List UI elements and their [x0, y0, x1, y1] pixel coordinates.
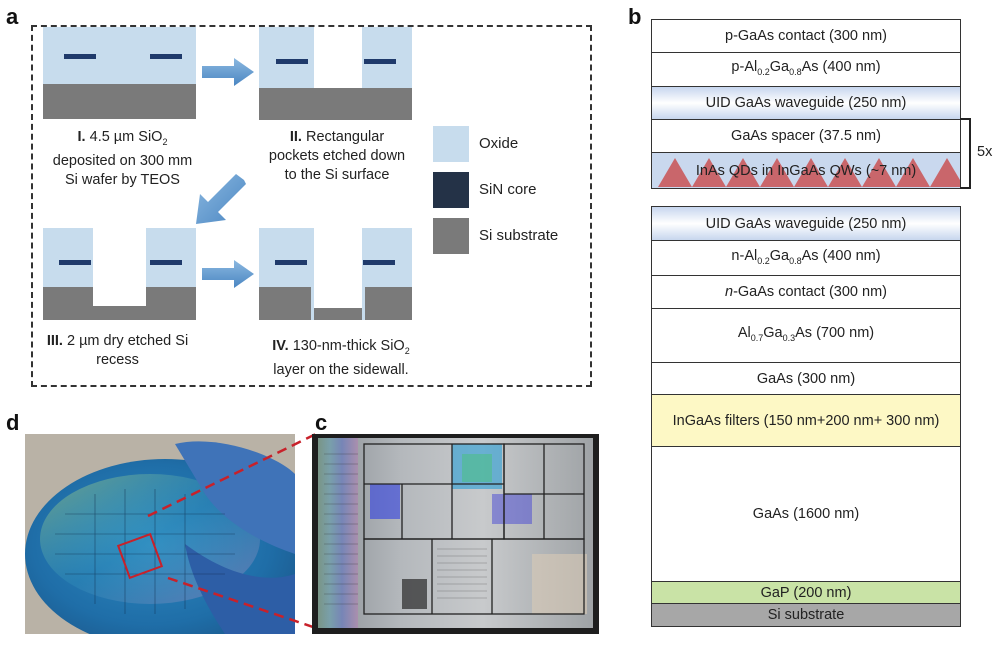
arrow-right-icon — [202, 260, 254, 288]
layer-gap: GaP (200 nm) — [651, 581, 961, 604]
oxide-block — [43, 228, 93, 287]
wafer-photo — [25, 434, 295, 634]
si-substrate — [146, 287, 196, 320]
si-recess-floor — [93, 306, 146, 320]
si-substrate — [259, 88, 412, 120]
oxide-block — [259, 27, 314, 88]
arrow-right-icon — [202, 58, 254, 86]
step-1-diagram — [43, 27, 196, 119]
oxide-block — [362, 27, 412, 88]
sin-core — [363, 260, 395, 265]
layer-n-gaas-contact: n-GaAs contact (300 nm) — [651, 275, 961, 309]
si-substrate — [43, 287, 93, 320]
layer-inas-qds: InAs QDs in InGaAs QWs (~7 nm) — [651, 152, 961, 189]
si-substrate — [43, 84, 196, 119]
oxide-block — [362, 228, 412, 287]
layer-uid-waveguide-top: UID GaAs waveguide (250 nm) — [651, 86, 961, 120]
layer-n-algaas: n-Al0.2Ga0.8As (400 nm) — [651, 240, 961, 276]
step-2-diagram — [259, 27, 412, 120]
sin-core — [59, 260, 91, 265]
caption-step-2: II. Rectangular pockets etched down to t… — [268, 129, 406, 183]
layer-si-substrate: Si substrate — [651, 603, 961, 627]
sin-core — [276, 59, 308, 64]
sidewall-oxide — [311, 287, 314, 320]
process-flow-frame — [31, 25, 592, 387]
zoom-indicator-lines — [147, 432, 317, 630]
caption-step-1: I. 4.5 µm SiO2 deposited on 300 mm Si wa… — [52, 129, 193, 188]
step-3-diagram — [43, 228, 196, 320]
panel-b-label: b — [628, 4, 642, 29]
layer-ingaas-filters: InGaAs filters (150 nm+200 nm+ 300 nm) — [651, 394, 961, 447]
si-recess-floor — [314, 308, 362, 320]
sin-core — [150, 260, 182, 265]
legend-swatch-sin-core — [433, 172, 469, 208]
layer-gaas-spacer: GaAs spacer (37.5 nm) — [651, 119, 961, 153]
sin-core — [275, 260, 307, 265]
legend-label-oxide: Oxide — [479, 135, 519, 152]
sin-core — [64, 54, 96, 59]
chip-photo — [312, 434, 599, 634]
legend-swatch-oxide — [433, 126, 469, 162]
panel-c-label: c — [315, 410, 328, 435]
arrow-diagonal-icon — [196, 174, 246, 224]
panel-d-label: d — [6, 410, 20, 435]
oxide-block — [146, 228, 196, 287]
repeat-count-label: 5x — [977, 144, 993, 160]
layer-gaas-300: GaAs (300 nm) — [651, 362, 961, 395]
panel-a-label: a — [6, 4, 19, 29]
si-substrate — [259, 287, 311, 320]
legend-label-sin-core: SiN core — [479, 181, 537, 198]
sidewall-oxide — [362, 287, 365, 320]
layer-algaas-700: Al0.7Ga0.3As (700 nm) — [651, 308, 961, 363]
repeat-bracket — [960, 118, 971, 189]
layer-p-gaas-contact: p-GaAs contact (300 nm) — [651, 19, 961, 53]
layer-uid-waveguide-bottom: UID GaAs waveguide (250 nm) — [651, 206, 961, 241]
step-4-diagram — [259, 228, 412, 320]
wafer-photo-image — [25, 434, 295, 634]
caption-step-3: III. 2 µm dry etched Si recess — [46, 333, 189, 368]
legend-label-si-substrate: Si substrate — [479, 227, 559, 244]
chip-photo-image — [312, 434, 599, 634]
layer-p-algaas: p-Al0.2Ga0.8As (400 nm) — [651, 52, 961, 87]
layer-gaas-1600: GaAs (1600 nm) — [651, 446, 961, 582]
legend-swatch-si-substrate — [433, 218, 469, 254]
oxide-block — [259, 228, 314, 287]
quantum-dot-triangles — [658, 158, 960, 187]
caption-step-4: IV. 130-nm-thick SiO2 layer on the sidew… — [272, 338, 410, 378]
si-substrate — [365, 287, 412, 320]
sin-core — [364, 59, 396, 64]
sin-core — [150, 54, 182, 59]
